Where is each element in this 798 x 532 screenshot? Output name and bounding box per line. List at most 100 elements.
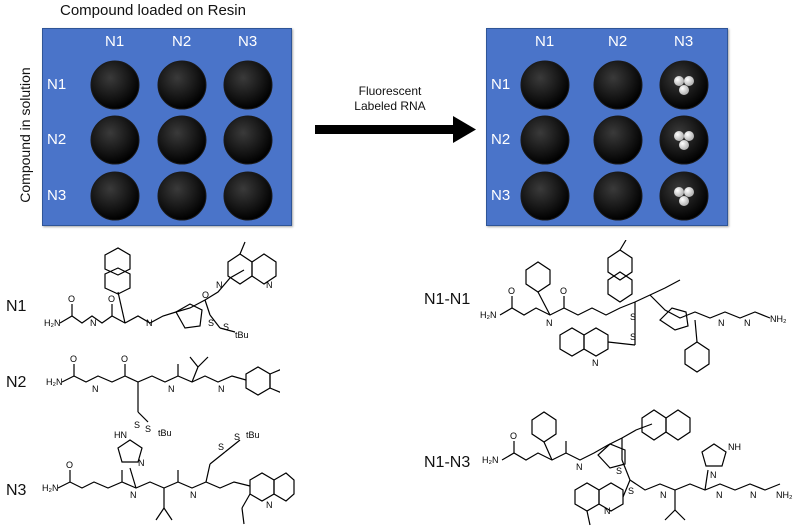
well — [593, 115, 643, 165]
well — [90, 171, 140, 221]
svg-text:N: N — [744, 318, 751, 328]
svg-text:S: S — [218, 442, 224, 452]
svg-text:S: S — [630, 332, 636, 342]
svg-text:NH₂: NH₂ — [776, 490, 793, 500]
svg-text:S: S — [628, 486, 634, 496]
well — [157, 115, 207, 165]
svg-text:O: O — [66, 460, 73, 470]
svg-text:S: S — [630, 312, 636, 322]
svg-text:N: N — [546, 318, 553, 328]
fluorescent-bead — [679, 140, 689, 150]
svg-text:O: O — [121, 354, 128, 364]
svg-text:N: N — [718, 318, 725, 328]
wells — [90, 60, 273, 221]
svg-text:S: S — [208, 318, 214, 328]
svg-text:O: O — [202, 290, 209, 300]
wells — [520, 60, 709, 221]
svg-text:N: N — [138, 458, 145, 468]
svg-text:S: S — [223, 322, 229, 332]
svg-text:S: S — [234, 432, 240, 442]
fluorescent-bead — [674, 131, 684, 141]
compound-label-n3: N3 — [6, 482, 27, 499]
svg-text:S: S — [145, 424, 151, 434]
svg-text:O: O — [560, 286, 567, 296]
fluorescent-bead — [684, 131, 694, 141]
plate-row-label: N1 — [47, 76, 67, 93]
svg-text:HN: HN — [114, 430, 127, 440]
plate-col-label: N3 — [238, 33, 258, 50]
well — [520, 60, 570, 110]
arrow-caption-line2: Labeled RNA — [354, 99, 426, 113]
compound-label-n1n3: N1-N3 — [424, 454, 471, 471]
fluorescent-bead — [679, 85, 689, 95]
fluorescent-bead — [684, 76, 694, 86]
svg-text:H₂N: H₂N — [46, 377, 63, 387]
svg-text:N: N — [716, 490, 723, 500]
compound-label-n2: N2 — [6, 374, 27, 391]
compound-label-n1: N1 — [6, 298, 27, 315]
svg-text:tBu: tBu — [235, 330, 249, 340]
svg-text:tBu: tBu — [158, 428, 172, 437]
solution-axis-label: Compound in solution — [17, 67, 33, 203]
svg-text:O: O — [510, 431, 517, 441]
svg-text:N: N — [750, 490, 757, 500]
svg-text:N: N — [168, 384, 175, 394]
well — [593, 171, 643, 221]
svg-text:tBu: tBu — [246, 430, 260, 440]
plate-row-label: N3 — [491, 187, 511, 204]
svg-text:H₂N: H₂N — [480, 310, 497, 320]
well — [157, 171, 207, 221]
svg-text:N: N — [218, 384, 225, 394]
svg-text:H₂N: H₂N — [42, 483, 59, 493]
svg-text:O: O — [508, 286, 515, 296]
well — [520, 171, 570, 221]
svg-text:N: N — [660, 490, 667, 500]
svg-text:H₂N: H₂N — [44, 318, 61, 328]
plate-row-label: N1 — [491, 76, 511, 93]
fluorescent-bead — [679, 196, 689, 206]
svg-text:N: N — [710, 470, 717, 480]
well — [90, 60, 140, 110]
well — [223, 171, 273, 221]
resin-title: Compound loaded on Resin — [60, 2, 246, 19]
svg-text:N: N — [130, 490, 137, 500]
well — [593, 60, 643, 110]
plate-row-label: N2 — [491, 131, 511, 148]
svg-text:N: N — [190, 490, 197, 500]
svg-text:O: O — [108, 294, 115, 304]
plate-col-label: N2 — [172, 33, 192, 50]
svg-text:N: N — [266, 500, 273, 510]
svg-text:N: N — [604, 506, 611, 516]
svg-text:O: O — [68, 294, 75, 304]
well — [157, 60, 207, 110]
svg-text:N: N — [92, 384, 99, 394]
fluorescent-bead — [674, 187, 684, 197]
plate-col-label: N2 — [608, 33, 628, 50]
well — [90, 115, 140, 165]
svg-text:N: N — [576, 462, 583, 472]
plate-row-label: N2 — [47, 131, 67, 148]
well — [223, 115, 273, 165]
svg-text:H₂N: H₂N — [482, 455, 499, 465]
svg-text:O: O — [70, 354, 77, 364]
svg-text:S: S — [616, 466, 622, 476]
plate-row-label: N3 — [47, 187, 67, 204]
fluorescent-bead — [684, 187, 694, 197]
process-arrow — [315, 116, 476, 143]
svg-text:NH₂: NH₂ — [770, 314, 787, 324]
svg-text:NH: NH — [728, 442, 741, 452]
svg-text:N: N — [146, 318, 153, 328]
plate-col-label: N1 — [535, 33, 555, 50]
arrow-caption-line1: Fluorescent — [358, 84, 422, 98]
plate-col-label: N1 — [105, 33, 125, 50]
well — [520, 115, 570, 165]
arrow-caption: Fluorescent Labeled RNA — [330, 84, 450, 114]
svg-text:S: S — [134, 420, 140, 430]
